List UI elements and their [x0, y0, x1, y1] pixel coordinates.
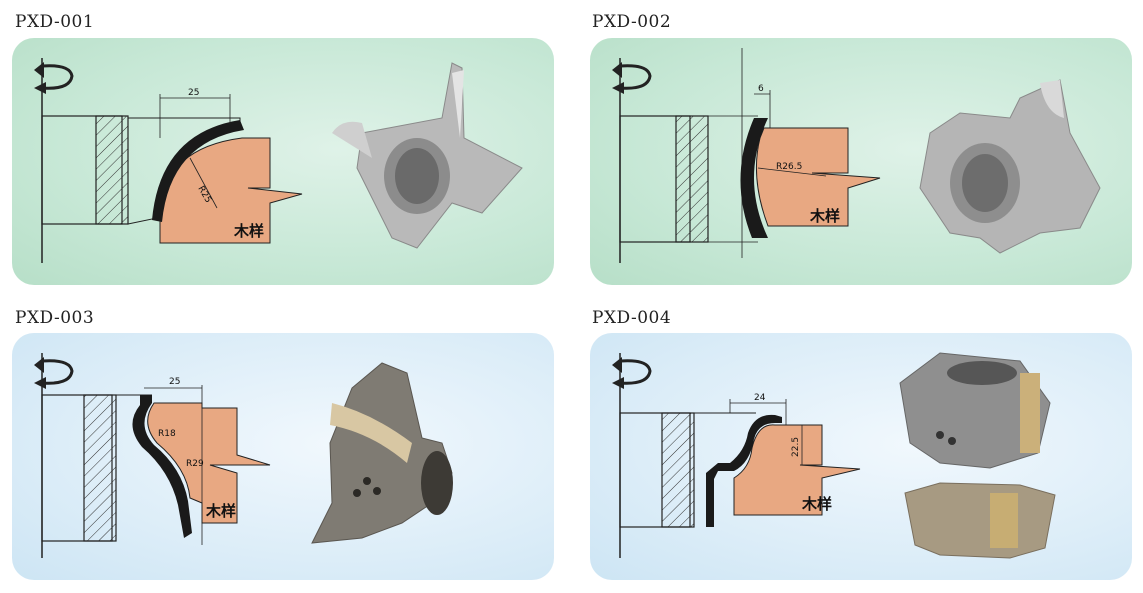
cutter-drawing: 6 R26.5 木样: [612, 48, 1101, 263]
product-card-pxd-001[interactable]: 25 R25 木样: [12, 38, 554, 285]
radius-dimension: R26.5: [776, 162, 802, 172]
wood-sample: [147, 402, 271, 524]
wood-sample-label: 木样: [809, 207, 840, 225]
rotation-arrow-icon: [34, 58, 74, 263]
cutter-photo-top: [899, 352, 1051, 469]
product-card-pxd-003[interactable]: 25 R18 R29 木样: [12, 333, 554, 580]
cutter-profile: [706, 414, 782, 527]
cutter-photo: [332, 62, 523, 249]
product-code: PXD-001: [15, 12, 95, 32]
product-card-pxd-002[interactable]: 6 R26.5 木样: [590, 38, 1132, 285]
cutter-profile: [740, 118, 768, 238]
cutter-drawing: 25 R25 木样: [34, 58, 523, 263]
wood-sample: [755, 127, 881, 227]
cutter-profile: [132, 395, 192, 538]
cutter-drawing: 24 22.5 木样: [612, 352, 1056, 559]
width-dimension: 6: [758, 84, 764, 94]
width-dimension: 24: [754, 393, 766, 403]
product-card-pxd-004[interactable]: 24 22.5 木样: [590, 333, 1132, 580]
cutter-photo-bottom: [904, 482, 1056, 559]
radius-dimension-small: R18: [158, 429, 176, 439]
radius-dimension-large: R29: [186, 459, 204, 469]
width-dimension: 25: [169, 377, 180, 387]
product-code: PXD-003: [15, 308, 95, 328]
width-dimension: 25: [188, 88, 199, 98]
cutter-profile: [152, 120, 244, 222]
cutter-photo: [919, 79, 1101, 254]
product-code: PXD-002: [592, 12, 672, 32]
cutter-photo: [311, 362, 453, 544]
cutter-drawing: 25 R18 R29 木样: [34, 353, 453, 558]
wood-sample-label: 木样: [233, 222, 264, 240]
height-dimension: 22.5: [791, 437, 801, 457]
product-code: PXD-004: [592, 308, 672, 328]
rotation-arrow-icon: [34, 353, 74, 558]
cutter-body: [41, 115, 241, 225]
wood-sample-label: 木样: [205, 502, 236, 520]
wood-sample: [733, 424, 861, 516]
wood-sample-label: 木样: [801, 495, 832, 513]
rotation-arrow-icon: [612, 58, 652, 263]
